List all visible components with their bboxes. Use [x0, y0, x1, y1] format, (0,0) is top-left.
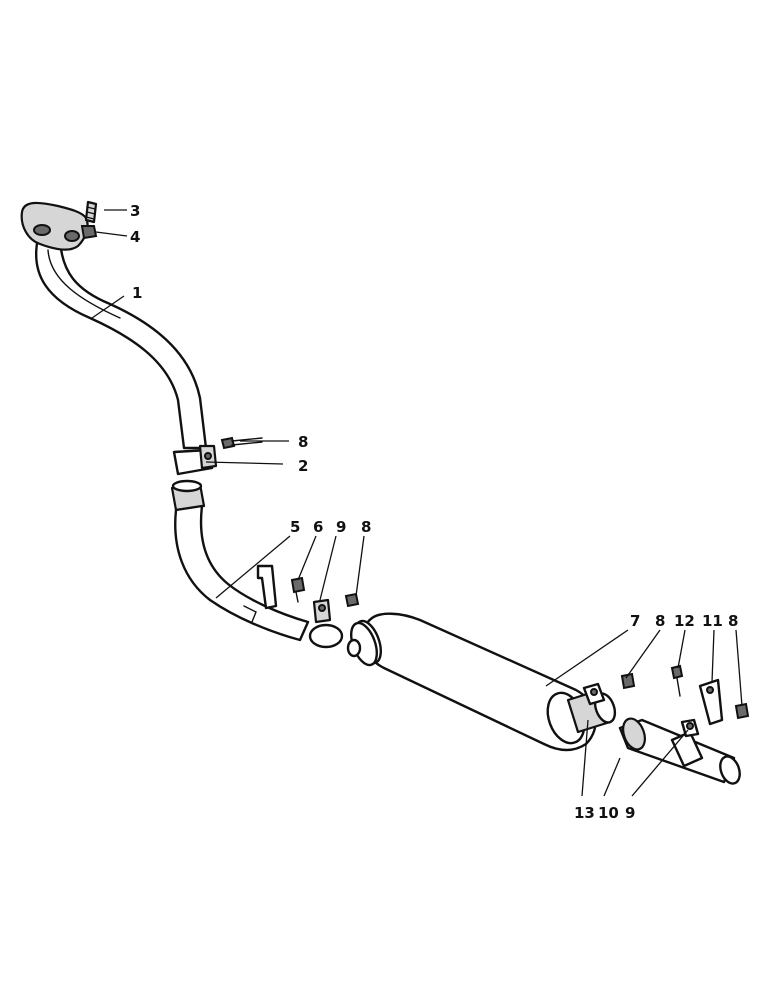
- callout-13: 13: [574, 804, 595, 822]
- callout-11: 11: [702, 612, 723, 630]
- silencer-outlet-clamp: [566, 682, 617, 734]
- callout-numbers: 3 4 1 8 2 5 6 9 8 7 8 12 11 8 13 10 9: [130, 202, 738, 822]
- flange-stud: [84, 200, 98, 224]
- clamp-bolt-mid: [344, 592, 360, 608]
- silencer: [346, 612, 597, 752]
- front-pipe-clamp: [172, 444, 218, 476]
- pipe-hanger-bracket: [256, 564, 278, 610]
- leader-lines: [91, 209, 743, 797]
- pipe-spigot: [170, 479, 206, 512]
- tail-pipe-bracket: [698, 678, 724, 726]
- callout-12: 12: [674, 612, 695, 630]
- callout-5: 5: [290, 518, 300, 536]
- flange-nut: [80, 225, 98, 240]
- callout-10: 10: [598, 804, 619, 822]
- callout-1: 1: [132, 284, 142, 302]
- intermediate-pipe: [174, 504, 310, 642]
- callout-8-mid: 8: [361, 518, 371, 536]
- callout-8-rear: 8: [728, 612, 738, 630]
- callout-9-mid: 9: [336, 518, 346, 536]
- bracket-bolt-12: [670, 664, 684, 697]
- callout-9-rear: 9: [625, 804, 635, 822]
- callout-8-front: 8: [298, 433, 308, 451]
- bracket-bolt-6: [290, 576, 306, 603]
- front-pipe: [35, 236, 208, 450]
- callout-2: 2: [298, 457, 308, 475]
- callout-7: 7: [630, 612, 640, 630]
- callout-8-silencer: 8: [655, 612, 665, 630]
- callout-6: 6: [313, 518, 323, 536]
- callout-4: 4: [130, 228, 140, 246]
- pipe-clamp-mid: [308, 598, 344, 649]
- manifold-flange: [20, 201, 89, 251]
- callout-3: 3: [130, 202, 140, 220]
- bracket-bolt-rear: [734, 702, 750, 720]
- clamp-bolt-upper: [220, 436, 263, 450]
